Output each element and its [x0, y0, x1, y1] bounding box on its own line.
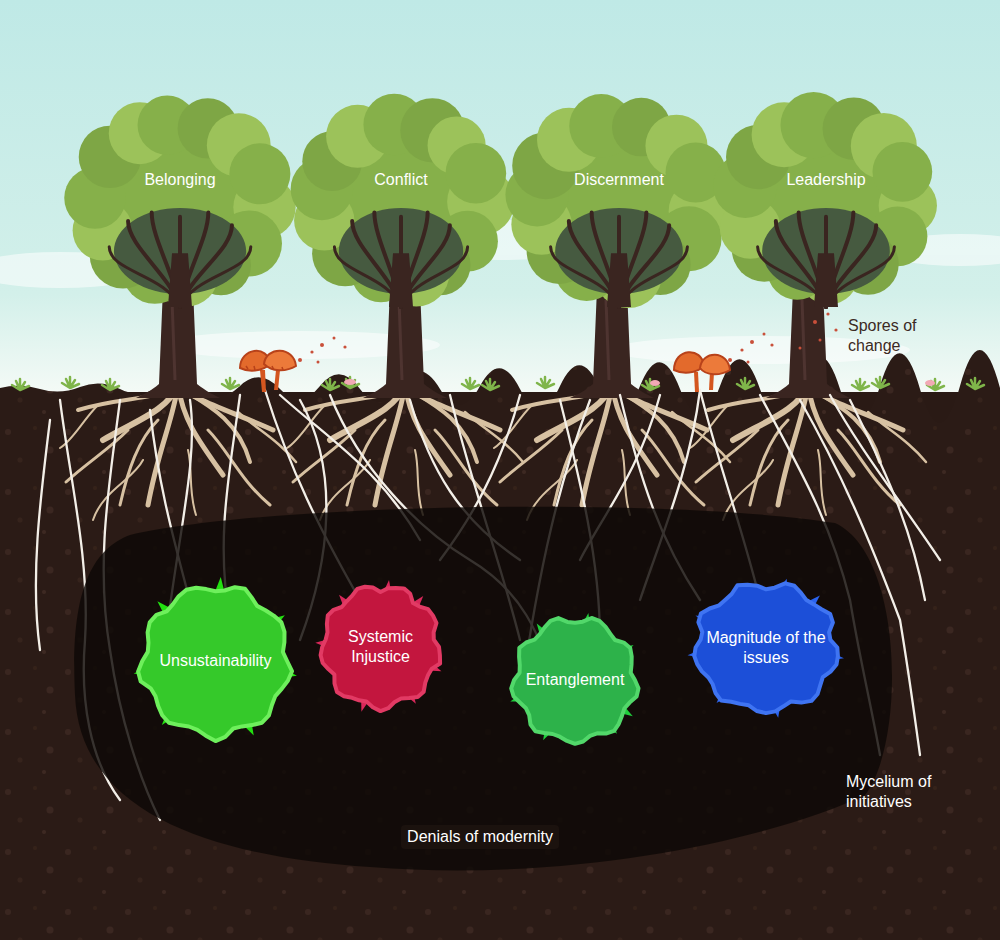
denial-region: Denials of modernity Unsustainability Syst… — [70, 495, 890, 875]
canopy-outline — [712, 92, 940, 307]
issue-blob: Magnitude of the issues — [680, 570, 852, 725]
tree-trunk — [168, 253, 192, 307]
issue-blob: Unsustainability — [128, 572, 303, 750]
canopy-outline — [505, 92, 733, 307]
blob-outline — [308, 572, 453, 722]
issue-blob: Entanglement — [500, 605, 650, 755]
region-label: Denials of modernity — [401, 825, 559, 849]
canopy-lobe — [229, 143, 290, 204]
tree-canopy: Belonging — [62, 92, 298, 307]
tree-trunk — [814, 253, 838, 307]
blob-shape — [511, 618, 638, 744]
tree-trunk — [607, 253, 631, 307]
node-label: Entanglement — [526, 670, 625, 690]
tree-canopy: Discernment — [505, 92, 733, 307]
node-label: Unsustainability — [159, 651, 271, 671]
blob-outline — [680, 570, 852, 725]
annotation-label: Mycelium of initiatives — [846, 772, 958, 812]
node-label: Discernment — [574, 170, 664, 190]
region-shape — [74, 507, 892, 871]
issue-blob: Systemic Injustice — [308, 572, 453, 722]
tree-canopy: Leadership — [712, 92, 940, 307]
blob-shape — [321, 587, 441, 711]
node-label: Conflict — [374, 170, 427, 190]
node-label: Leadership — [786, 170, 865, 190]
annotation-label: Spores of change — [848, 316, 940, 356]
canopy-lobe — [446, 143, 507, 204]
blob-shape — [694, 583, 838, 713]
canopy-lobe — [872, 142, 932, 202]
tree-canopy: Conflict — [290, 92, 512, 307]
canopy-outline — [62, 92, 298, 307]
node-label: Systemic Injustice — [333, 627, 428, 667]
canopy-outline — [290, 92, 512, 307]
tree-trunk — [389, 253, 413, 307]
blob-shape — [138, 587, 292, 741]
node-label: Magnitude of the issues — [705, 628, 827, 668]
node-label: Belonging — [144, 170, 215, 190]
